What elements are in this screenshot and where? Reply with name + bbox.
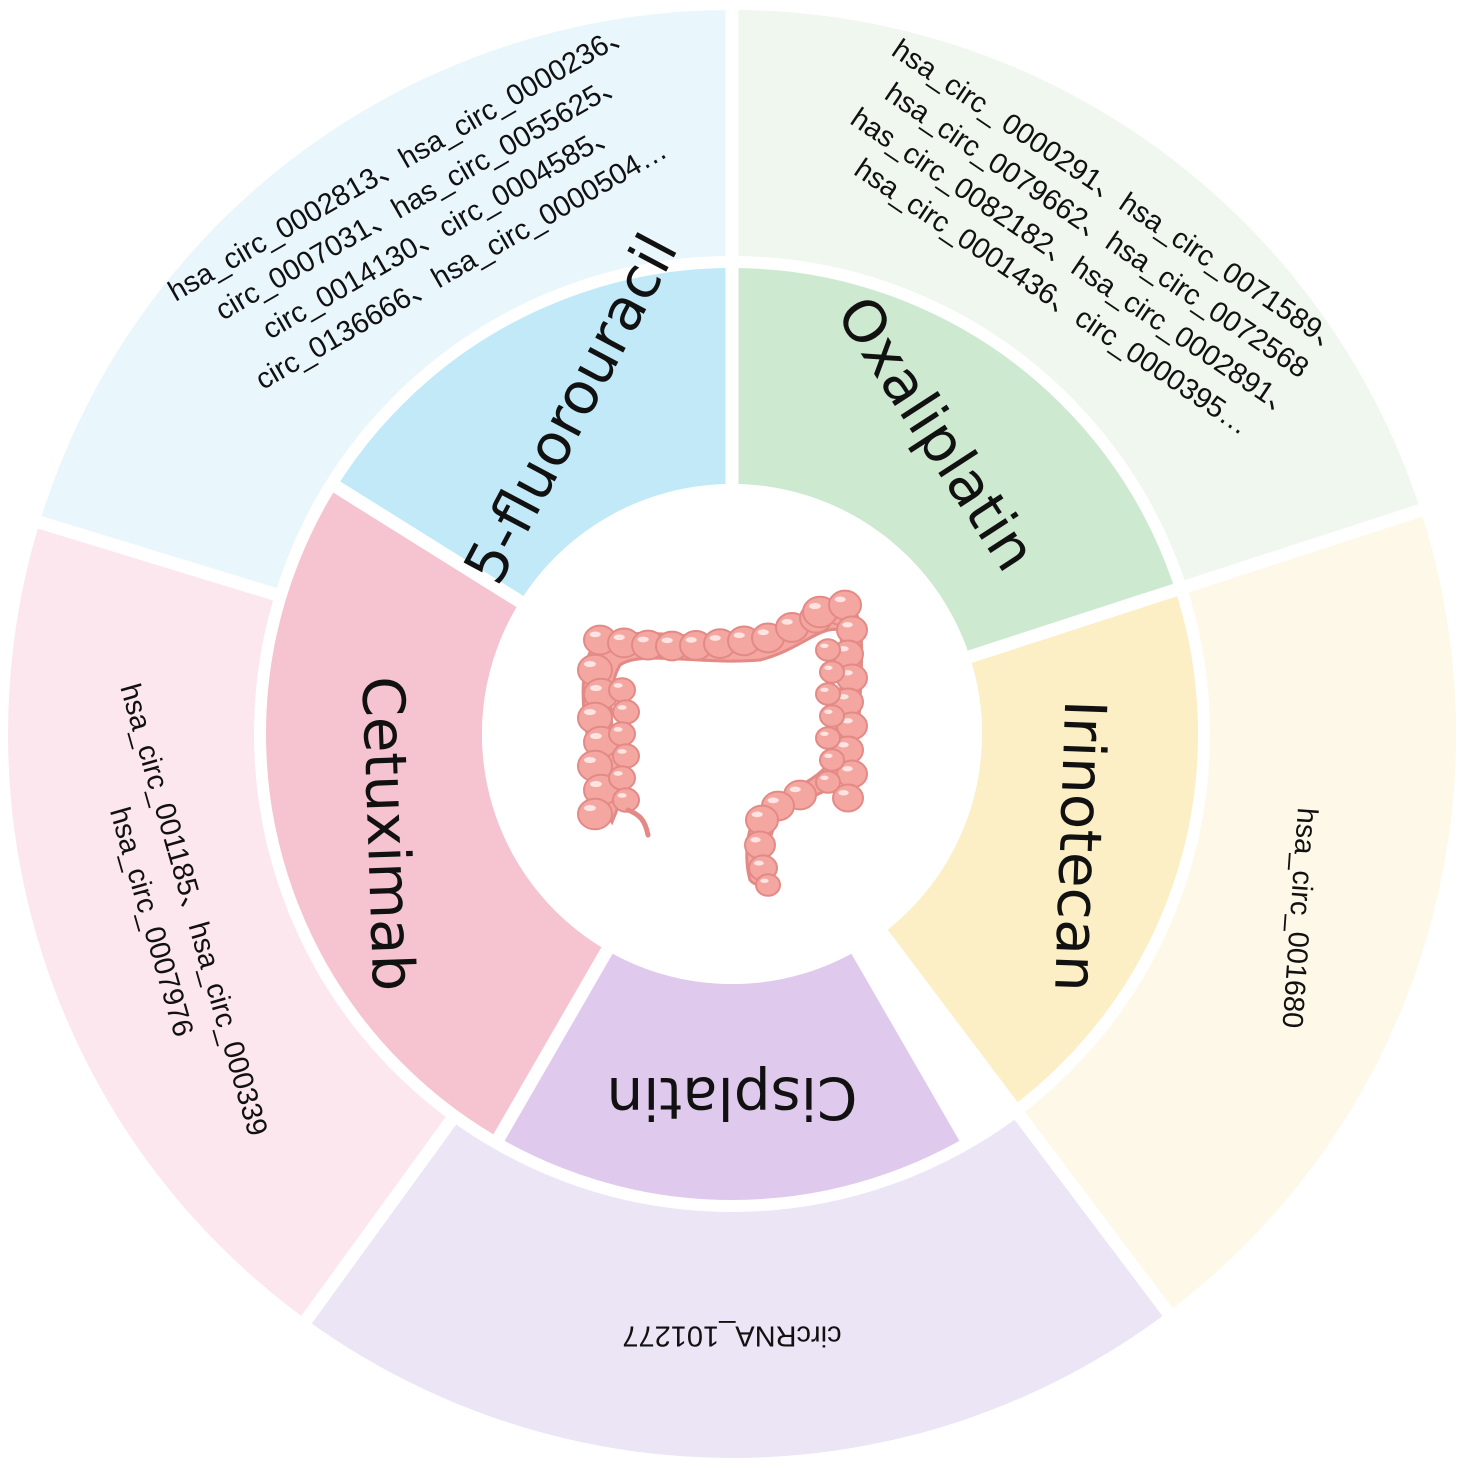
outer-sector-5-fluorouracil (39, 10, 732, 597)
colon-highlight (781, 618, 793, 625)
separator-line (298, 1112, 460, 1328)
colon-highlight (733, 632, 745, 639)
center-disk (482, 484, 982, 984)
outer-sector-irinotecan (1016, 510, 1457, 1313)
colon-highlight (613, 727, 623, 732)
inner-sector-irinotecan (882, 588, 1204, 1111)
colon-highlight (589, 780, 602, 788)
separator-line (877, 929, 1022, 1115)
separator-line (1178, 502, 1428, 595)
colon-highlight (753, 860, 764, 866)
colon-haustrum (815, 638, 841, 662)
colon-haustrum (819, 748, 845, 772)
colon-highlight (838, 790, 849, 796)
drug-label-cetuximab: Cetuximab (348, 675, 427, 992)
colon-highlight (842, 622, 853, 628)
colon-highlight (750, 837, 761, 843)
colon-highlight (757, 629, 769, 636)
colon-highlight (709, 635, 721, 641)
colon-haustrum (608, 721, 636, 747)
colon-highlight (751, 811, 763, 818)
colon-highlight (661, 637, 673, 644)
colon-haustrum (745, 804, 779, 836)
colon-haustrum (815, 726, 841, 750)
colon-appendix (625, 807, 651, 838)
colon-highlight (760, 878, 769, 883)
colon-haustrum (815, 770, 841, 794)
colon-highlight (820, 643, 829, 648)
colon-highlight (589, 732, 602, 740)
colon-haustrum (608, 677, 636, 703)
circrna-line: circRNA_101277 (622, 1319, 841, 1351)
colon-highlight (808, 602, 821, 610)
ring-separator (254, 256, 1210, 1212)
colon-haustrum (815, 682, 841, 706)
colon-highlight (820, 687, 829, 692)
colon-haustrum (836, 615, 868, 645)
sector-separators (32, 5, 1428, 1328)
colon-highlight (637, 636, 649, 643)
colon-highlight (583, 756, 596, 764)
colon-haustrum (755, 873, 781, 897)
separator-line (851, 947, 974, 1147)
colon-highlight (842, 766, 853, 772)
inner-sector-cetuximab (260, 483, 607, 1143)
colon-highlight (589, 684, 602, 692)
colon-highlight (583, 708, 596, 716)
colon-haustrum (608, 765, 636, 791)
colon-haustrum (744, 830, 776, 860)
colon-icon (577, 589, 868, 897)
circrna-list-cisplatin: circRNA_101277 (622, 1319, 841, 1351)
colon-haustrum (819, 704, 845, 728)
colon-highlight (583, 804, 596, 812)
colon-highlight (842, 718, 853, 724)
colon-highlight (589, 631, 601, 638)
drug-label-irinotecan: Irinotecan (1041, 699, 1119, 993)
separator-line (328, 478, 524, 608)
colon-highlight (824, 665, 833, 670)
colon-haustra (577, 589, 868, 897)
outer-sector-oxaliplatin (732, 10, 1421, 589)
inner-sector-oxaliplatin (732, 262, 1181, 657)
separator-line (1010, 1107, 1176, 1321)
colon-highlight (838, 742, 849, 748)
colon-highlight (617, 793, 627, 798)
colon-haustrum (612, 787, 640, 813)
colon-haustrum (828, 589, 862, 621)
colon-highlight (583, 660, 596, 668)
separator-line (32, 514, 283, 603)
colon-haustrum (819, 660, 845, 684)
colon-highlight (824, 753, 833, 758)
colon-highlight (820, 731, 829, 736)
colon-haustrum (612, 699, 640, 725)
colon-highlight (613, 771, 623, 776)
colon-highlight (613, 634, 625, 641)
colon-highlight (789, 786, 801, 793)
colon-highlight (834, 596, 846, 603)
inner-sector-5-fluorouracil (331, 262, 732, 602)
inner-sector-cisplatin (496, 950, 968, 1206)
colon-highlight (767, 797, 779, 804)
colon-highlight (613, 683, 623, 688)
colon-highlight (820, 775, 829, 780)
separator-line (490, 947, 613, 1147)
colon-highlight (617, 749, 627, 754)
colon-haustrum (577, 797, 613, 831)
outer-sector-cisplatin (306, 1110, 1168, 1458)
colon-haustrum (612, 743, 640, 769)
drug-label-cisplatin: Cisplatin (607, 1064, 858, 1132)
colon-highlight (617, 705, 627, 710)
outer-sector-cetuximab (8, 522, 455, 1320)
separator-line (967, 581, 1183, 663)
colon-highlight (824, 709, 833, 714)
colon-highlight (685, 636, 697, 643)
